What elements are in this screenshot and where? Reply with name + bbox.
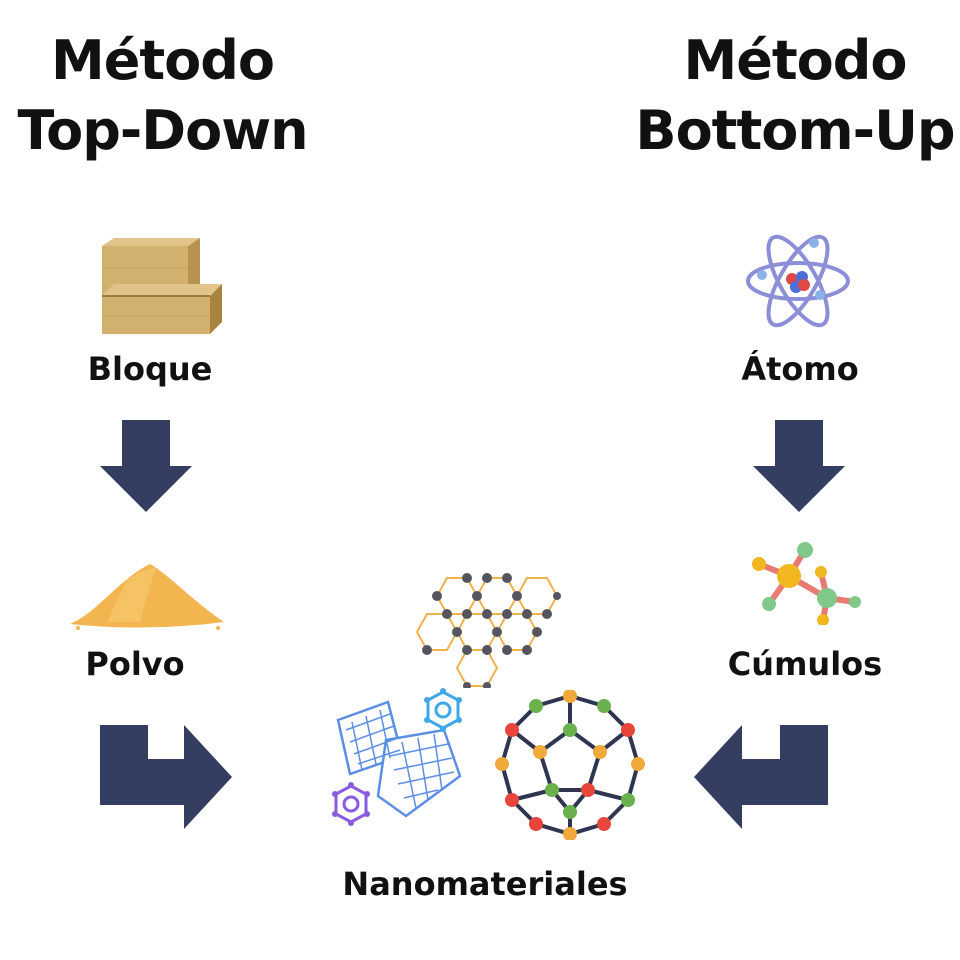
left-arrow-right bbox=[694, 725, 828, 829]
down-arrow-right bbox=[753, 420, 845, 512]
nanomateriales-label: Nanomateriales bbox=[342, 865, 628, 903]
bloque-label: Bloque bbox=[87, 350, 213, 388]
right-arrow-left bbox=[100, 725, 232, 829]
molecule-cluster-icon bbox=[752, 542, 861, 625]
top-down-title-line2: Top-Down bbox=[17, 99, 308, 162]
gear-icon bbox=[424, 688, 462, 732]
cumulos-label: Cúmulos bbox=[727, 645, 883, 683]
bottom-up-title-line2: Bottom-Up bbox=[635, 99, 955, 162]
fullerene-icon bbox=[495, 690, 645, 840]
top-down-title: Método Top-Down bbox=[0, 26, 325, 166]
graphene-icon bbox=[415, 573, 561, 688]
nanotube-icon bbox=[336, 700, 462, 818]
bottom-up-title-line1: Método bbox=[683, 29, 907, 92]
sand-pile-icon bbox=[70, 564, 224, 630]
down-arrow-left bbox=[100, 420, 192, 512]
top-down-title-line1: Método bbox=[50, 29, 275, 92]
bottom-up-title: Método Bottom-Up bbox=[630, 26, 960, 166]
gear-icon bbox=[332, 782, 370, 826]
wood-block-icon bbox=[102, 238, 222, 334]
atomo-label: Átomo bbox=[741, 350, 859, 388]
atom-icon bbox=[746, 234, 850, 328]
polvo-label: Polvo bbox=[85, 645, 185, 683]
